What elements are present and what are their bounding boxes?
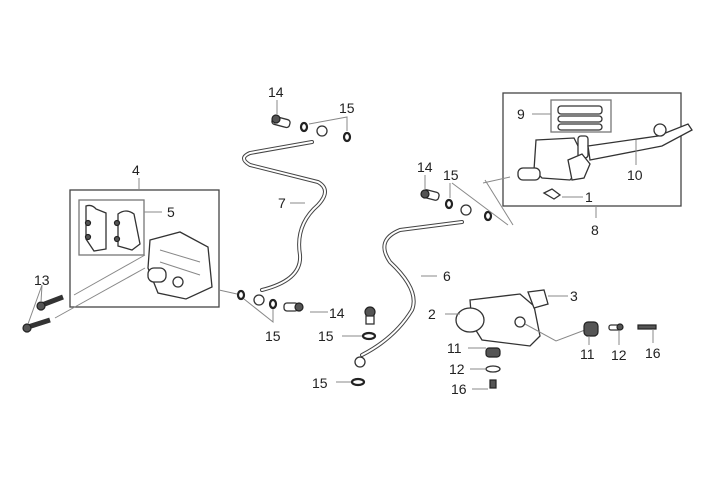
callout-6: 6 — [443, 268, 451, 284]
callout-3: 3 — [570, 288, 578, 304]
callout-7: 7 — [278, 195, 286, 211]
callout-9: 9 — [517, 106, 525, 122]
callout-11: 11 — [447, 340, 462, 356]
callout-13: 13 — [34, 272, 50, 288]
brake-lever — [587, 123, 693, 161]
callout-15: 15 — [339, 100, 355, 116]
callout-14: 14 — [268, 84, 284, 100]
rear-caliper — [445, 289, 657, 390]
brake-hose-front — [242, 125, 328, 306]
brake-caliper — [147, 231, 213, 300]
callout-1: 1 — [585, 189, 593, 205]
rear-banjo-parts — [336, 175, 509, 387]
master-cylinder-assembly — [482, 92, 693, 226]
brake-pad — [85, 204, 107, 252]
banjo-bolts — [218, 100, 352, 324]
callout-10: 10 — [627, 167, 643, 183]
callout-14: 14 — [417, 159, 433, 175]
callout-14: 14 — [329, 305, 345, 321]
callout-15: 15 — [443, 167, 459, 183]
callout-15: 15 — [265, 328, 281, 344]
callout-12: 12 — [611, 347, 627, 363]
callout-16: 16 — [645, 345, 661, 361]
callout-5: 5 — [167, 204, 175, 220]
brake-pad — [117, 210, 141, 251]
caliper-bolts — [22, 284, 64, 333]
callout-2: 2 — [428, 306, 436, 322]
brake-hose-rear — [354, 204, 472, 368]
callout-16: 16 — [451, 381, 467, 397]
callout-labels: 14 15 4 5 7 13 14 15 15 15 9 10 1 8 14 1… — [34, 84, 661, 397]
callout-12: 12 — [449, 361, 465, 377]
caliper-assembly — [54, 178, 220, 319]
callout-11: 11 — [580, 346, 595, 362]
callout-8: 8 — [591, 222, 599, 238]
callout-15: 15 — [312, 375, 328, 391]
callout-15: 15 — [318, 328, 334, 344]
callout-4: 4 — [132, 162, 140, 178]
